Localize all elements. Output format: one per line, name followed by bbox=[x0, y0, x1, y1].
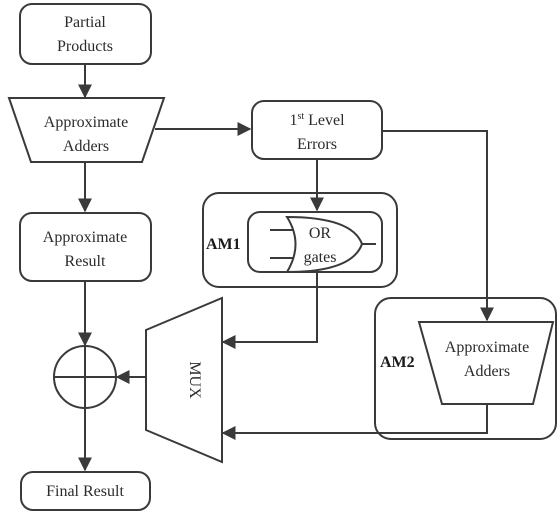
approx-adders-top-line1: Approximate bbox=[44, 114, 128, 131]
approx-adders-top-node: Approximate Adders bbox=[7, 97, 166, 163]
first-level-errors-line2: Errors bbox=[297, 136, 337, 153]
arrow-am1-to-mux bbox=[221, 272, 318, 349]
first-level-errors-node: 1st Level Errors bbox=[251, 100, 383, 160]
or-gate-symbol bbox=[270, 215, 376, 274]
approx-result-line1: Approximate bbox=[43, 229, 127, 246]
am2-label: AM2 bbox=[380, 354, 415, 371]
approx-adders-top-line2: Adders bbox=[63, 138, 109, 155]
or-gates-line2: gates bbox=[304, 249, 337, 266]
partial-products-node: Partial Products bbox=[19, 3, 152, 65]
partial-products-line1: Partial bbox=[64, 14, 106, 31]
first-level-errors-line1: 1st Level bbox=[289, 111, 345, 129]
arrow-errors-to-am2 bbox=[382, 130, 494, 322]
approx-adders-am2-line1: Approximate bbox=[445, 339, 529, 356]
mux-label: MUX bbox=[186, 361, 203, 399]
or-gates-line1: OR bbox=[309, 225, 332, 242]
errors-ordinal-suffix: st bbox=[297, 111, 304, 122]
am1-module: AM1 OR gates bbox=[202, 192, 398, 288]
final-result-node: Final Result bbox=[20, 471, 151, 511]
errors-ordinal-number: 1 bbox=[289, 112, 297, 129]
mux-node: MUX bbox=[145, 296, 223, 464]
approx-result-line2: Result bbox=[65, 253, 106, 270]
approx-adders-am2-shape bbox=[417, 321, 555, 405]
partial-products-line2: Products bbox=[57, 38, 113, 55]
combine-circle-icon bbox=[53, 345, 117, 409]
am2-module: AM2 Approximate Adders bbox=[374, 297, 557, 440]
connectors bbox=[78, 64, 494, 472]
am1-label: AM1 bbox=[206, 236, 241, 253]
errors-level-word: Level bbox=[304, 112, 345, 129]
final-result-label: Final Result bbox=[46, 483, 124, 500]
approx-result-node: Approximate Result bbox=[19, 212, 152, 282]
approx-adders-am2-line2: Adders bbox=[464, 363, 510, 380]
arrow-am2-to-mux bbox=[221, 404, 488, 440]
